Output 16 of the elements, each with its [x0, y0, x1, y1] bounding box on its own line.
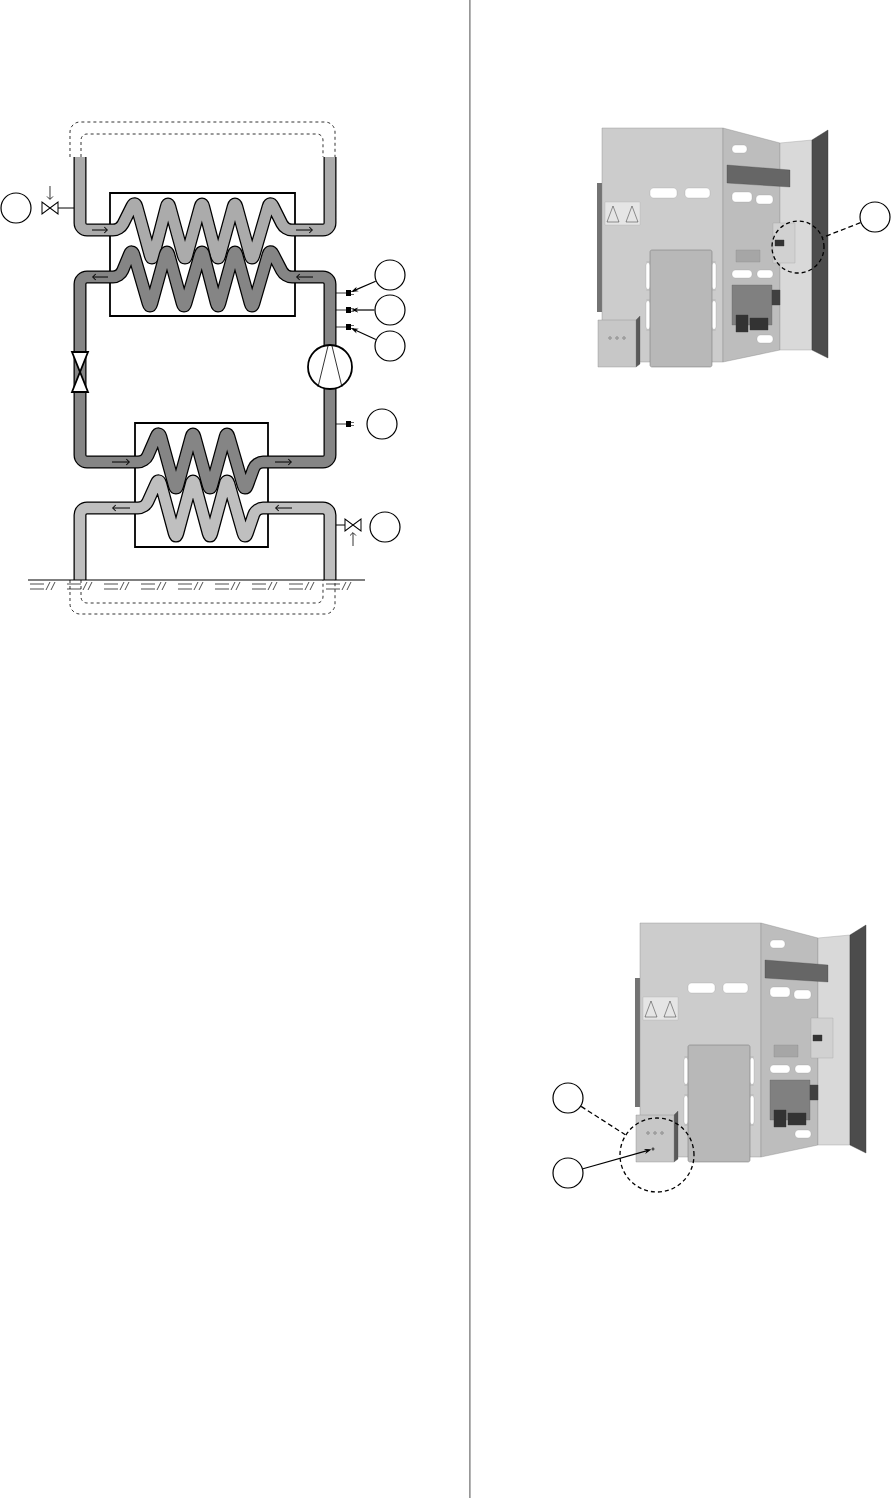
callout-circle — [0, 192, 32, 224]
callout-circle — [859, 201, 891, 233]
callout-circle — [374, 330, 406, 362]
leader-line — [580, 1105, 626, 1136]
sensor-plug — [346, 290, 351, 296]
callout-circle — [366, 408, 398, 440]
callout-circle — [374, 259, 406, 291]
callout-circle — [552, 1082, 584, 1114]
screw-hole — [651, 1147, 655, 1151]
highlight-circle — [771, 220, 825, 274]
callout-circle — [369, 511, 401, 543]
sensor-plug — [346, 307, 351, 313]
sensor-plug — [346, 324, 351, 330]
callout-circle — [552, 1157, 584, 1189]
highlight-circle — [619, 1117, 695, 1193]
callout-circle — [374, 294, 406, 326]
